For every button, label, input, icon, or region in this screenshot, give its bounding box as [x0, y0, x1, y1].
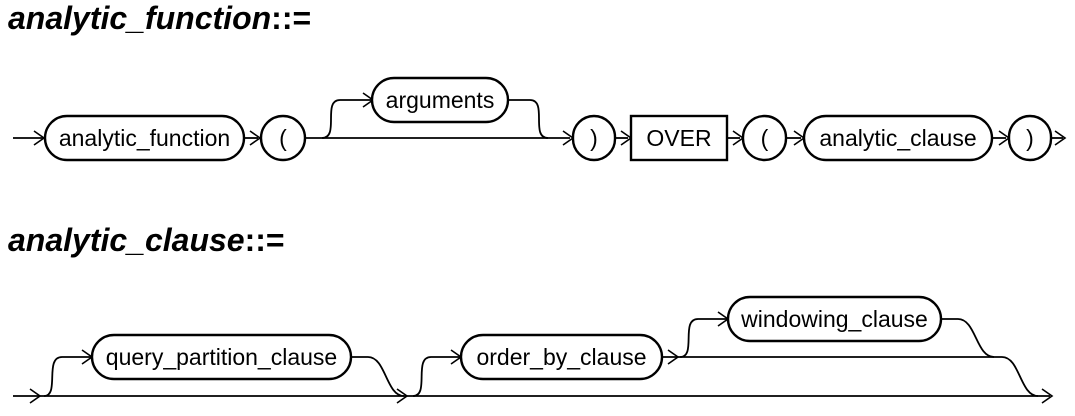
- arrowhead: [1054, 130, 1067, 146]
- node-order-by-clause: order_by_clause: [459, 333, 664, 381]
- node-label: OVER: [646, 125, 711, 151]
- node-open-paren: (: [741, 114, 788, 162]
- node-label: analytic_function: [59, 125, 230, 151]
- optional-branch-in: [321, 99, 372, 139]
- optional-branch-out: [508, 99, 549, 139]
- analytic-function-diagram: analytic_function ( arguments ) OVER ( a…: [13, 76, 1067, 162]
- node-label: windowing_clause: [740, 306, 928, 332]
- rule-title-analytic-clause: analytic_clause::=: [8, 224, 285, 256]
- arrowhead: [1041, 388, 1054, 404]
- node-label: order_by_clause: [476, 344, 646, 370]
- arrowhead: [29, 388, 42, 404]
- node-open-paren: (: [259, 114, 307, 162]
- node-over-keyword: OVER: [629, 114, 729, 162]
- rule-name: analytic_function: [8, 0, 272, 36]
- node-label: query_partition_clause: [106, 344, 337, 370]
- node-label: ): [1026, 125, 1034, 151]
- rule-name: analytic_clause: [8, 222, 245, 258]
- node-label: analytic_clause: [819, 125, 976, 151]
- optional-branch-out: [941, 318, 995, 358]
- optional-branch-in: [412, 356, 461, 397]
- node-analytic-clause: analytic_clause: [802, 114, 994, 162]
- rule-assign-operator: ::=: [271, 0, 312, 36]
- arrowhead: [667, 349, 680, 365]
- optional-branch-out: [351, 356, 405, 397]
- node-label: (: [761, 125, 769, 151]
- node-query-partition-clause: query_partition_clause: [90, 333, 353, 381]
- rule-title-analytic-function: analytic_function::=: [8, 2, 311, 34]
- arrowhead: [396, 388, 409, 404]
- node-arguments: arguments: [370, 76, 510, 124]
- optional-branch-in: [679, 318, 728, 358]
- optional-branch-out: [1001, 356, 1039, 397]
- node-label: (: [279, 125, 287, 151]
- node-close-paren: ): [1007, 114, 1053, 162]
- node-close-paren: ): [571, 114, 617, 162]
- node-analytic-function: analytic_function: [43, 114, 246, 162]
- rule-assign-operator: ::=: [244, 222, 285, 258]
- optional-branch-in: [43, 356, 92, 397]
- node-label: arguments: [386, 87, 495, 113]
- node-windowing-clause: windowing_clause: [726, 295, 943, 343]
- analytic-clause-diagram: query_partition_clause order_by_clause w…: [13, 295, 1054, 404]
- node-label: ): [590, 125, 598, 151]
